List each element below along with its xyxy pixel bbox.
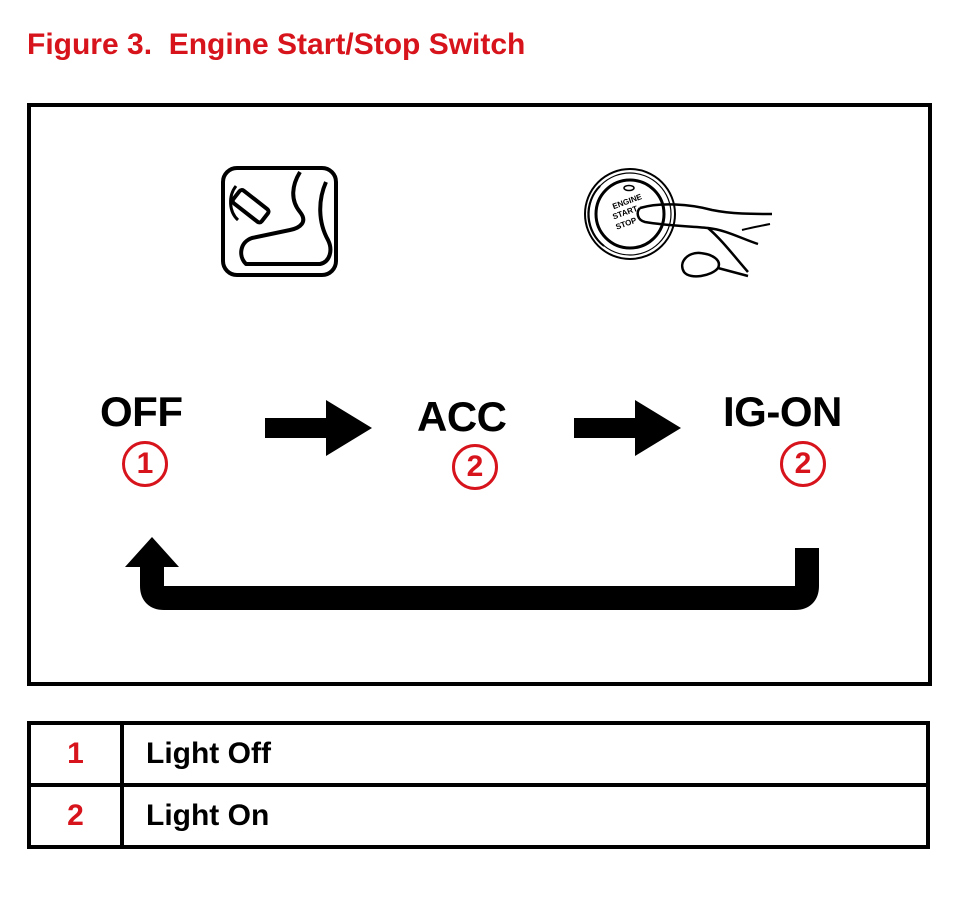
state-badge-ig-on: 2 (780, 441, 826, 487)
legend-row: 2 Light On (27, 783, 930, 849)
figure-title: Figure 3. Engine Start/Stop Switch (27, 28, 526, 61)
state-badge-acc: 2 (452, 444, 498, 490)
brake-pedal-icon (221, 166, 338, 277)
start-stop-button-press-icon: ENGINE START STOP (584, 168, 773, 278)
return-arrow-icon (125, 537, 819, 610)
legend-description: Light Off (120, 721, 930, 787)
state-badge-off: 1 (122, 441, 168, 487)
legend-row: 1 Light Off (27, 721, 930, 787)
legend-number: 1 (27, 721, 124, 787)
legend-table: 1 Light Off 2 Light On (27, 721, 930, 849)
state-label-off: OFF (100, 388, 183, 435)
state-label-ig-on: IG-ON (723, 388, 842, 435)
state-label-acc: ACC (417, 393, 507, 440)
diagram-frame (27, 103, 932, 686)
legend-description: Light On (120, 783, 930, 849)
arrow-right-icon (574, 400, 681, 456)
arrow-right-icon (265, 400, 372, 456)
legend-number: 2 (27, 783, 124, 849)
